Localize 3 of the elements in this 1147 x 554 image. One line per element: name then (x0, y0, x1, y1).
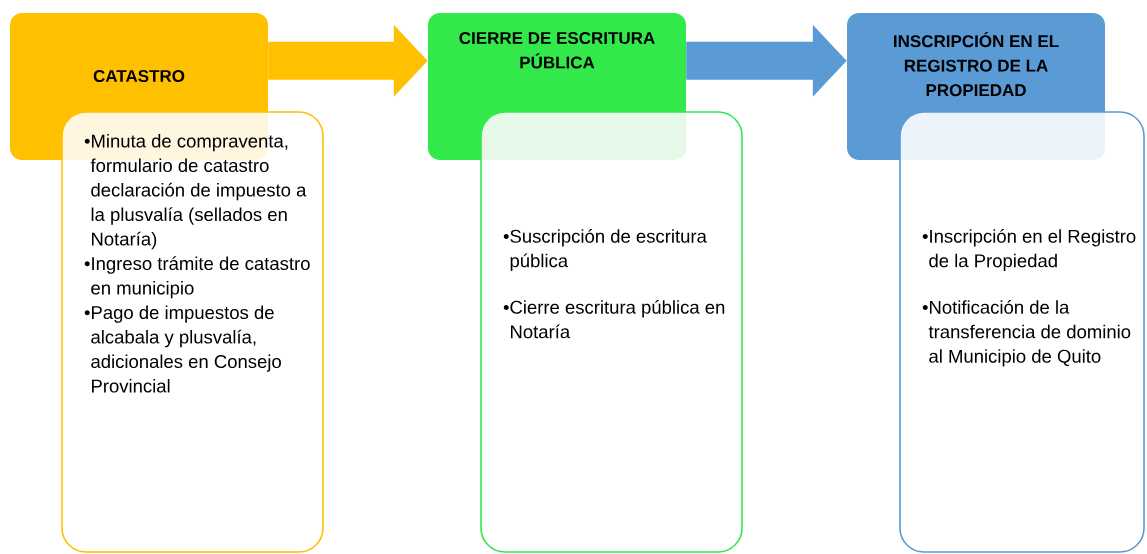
content-card: •Suscripción de escritura pública •Cierre escritura pública en Notaría (480, 111, 743, 553)
content-card: •Minuta de compraventa, formulario de catastro declaración de impuesto a la plusvalía (sellados en Notaría) •Ingreso trámite de catastro en municipio •Pago de impuestos de alcabala y plusvalía, adicionales en Consejo Provincial (61, 111, 324, 553)
content-card: •Inscripción en el Registro de la Propiedad •Notificación de la transferencia de dominio al Municipio de Quito (899, 111, 1145, 553)
